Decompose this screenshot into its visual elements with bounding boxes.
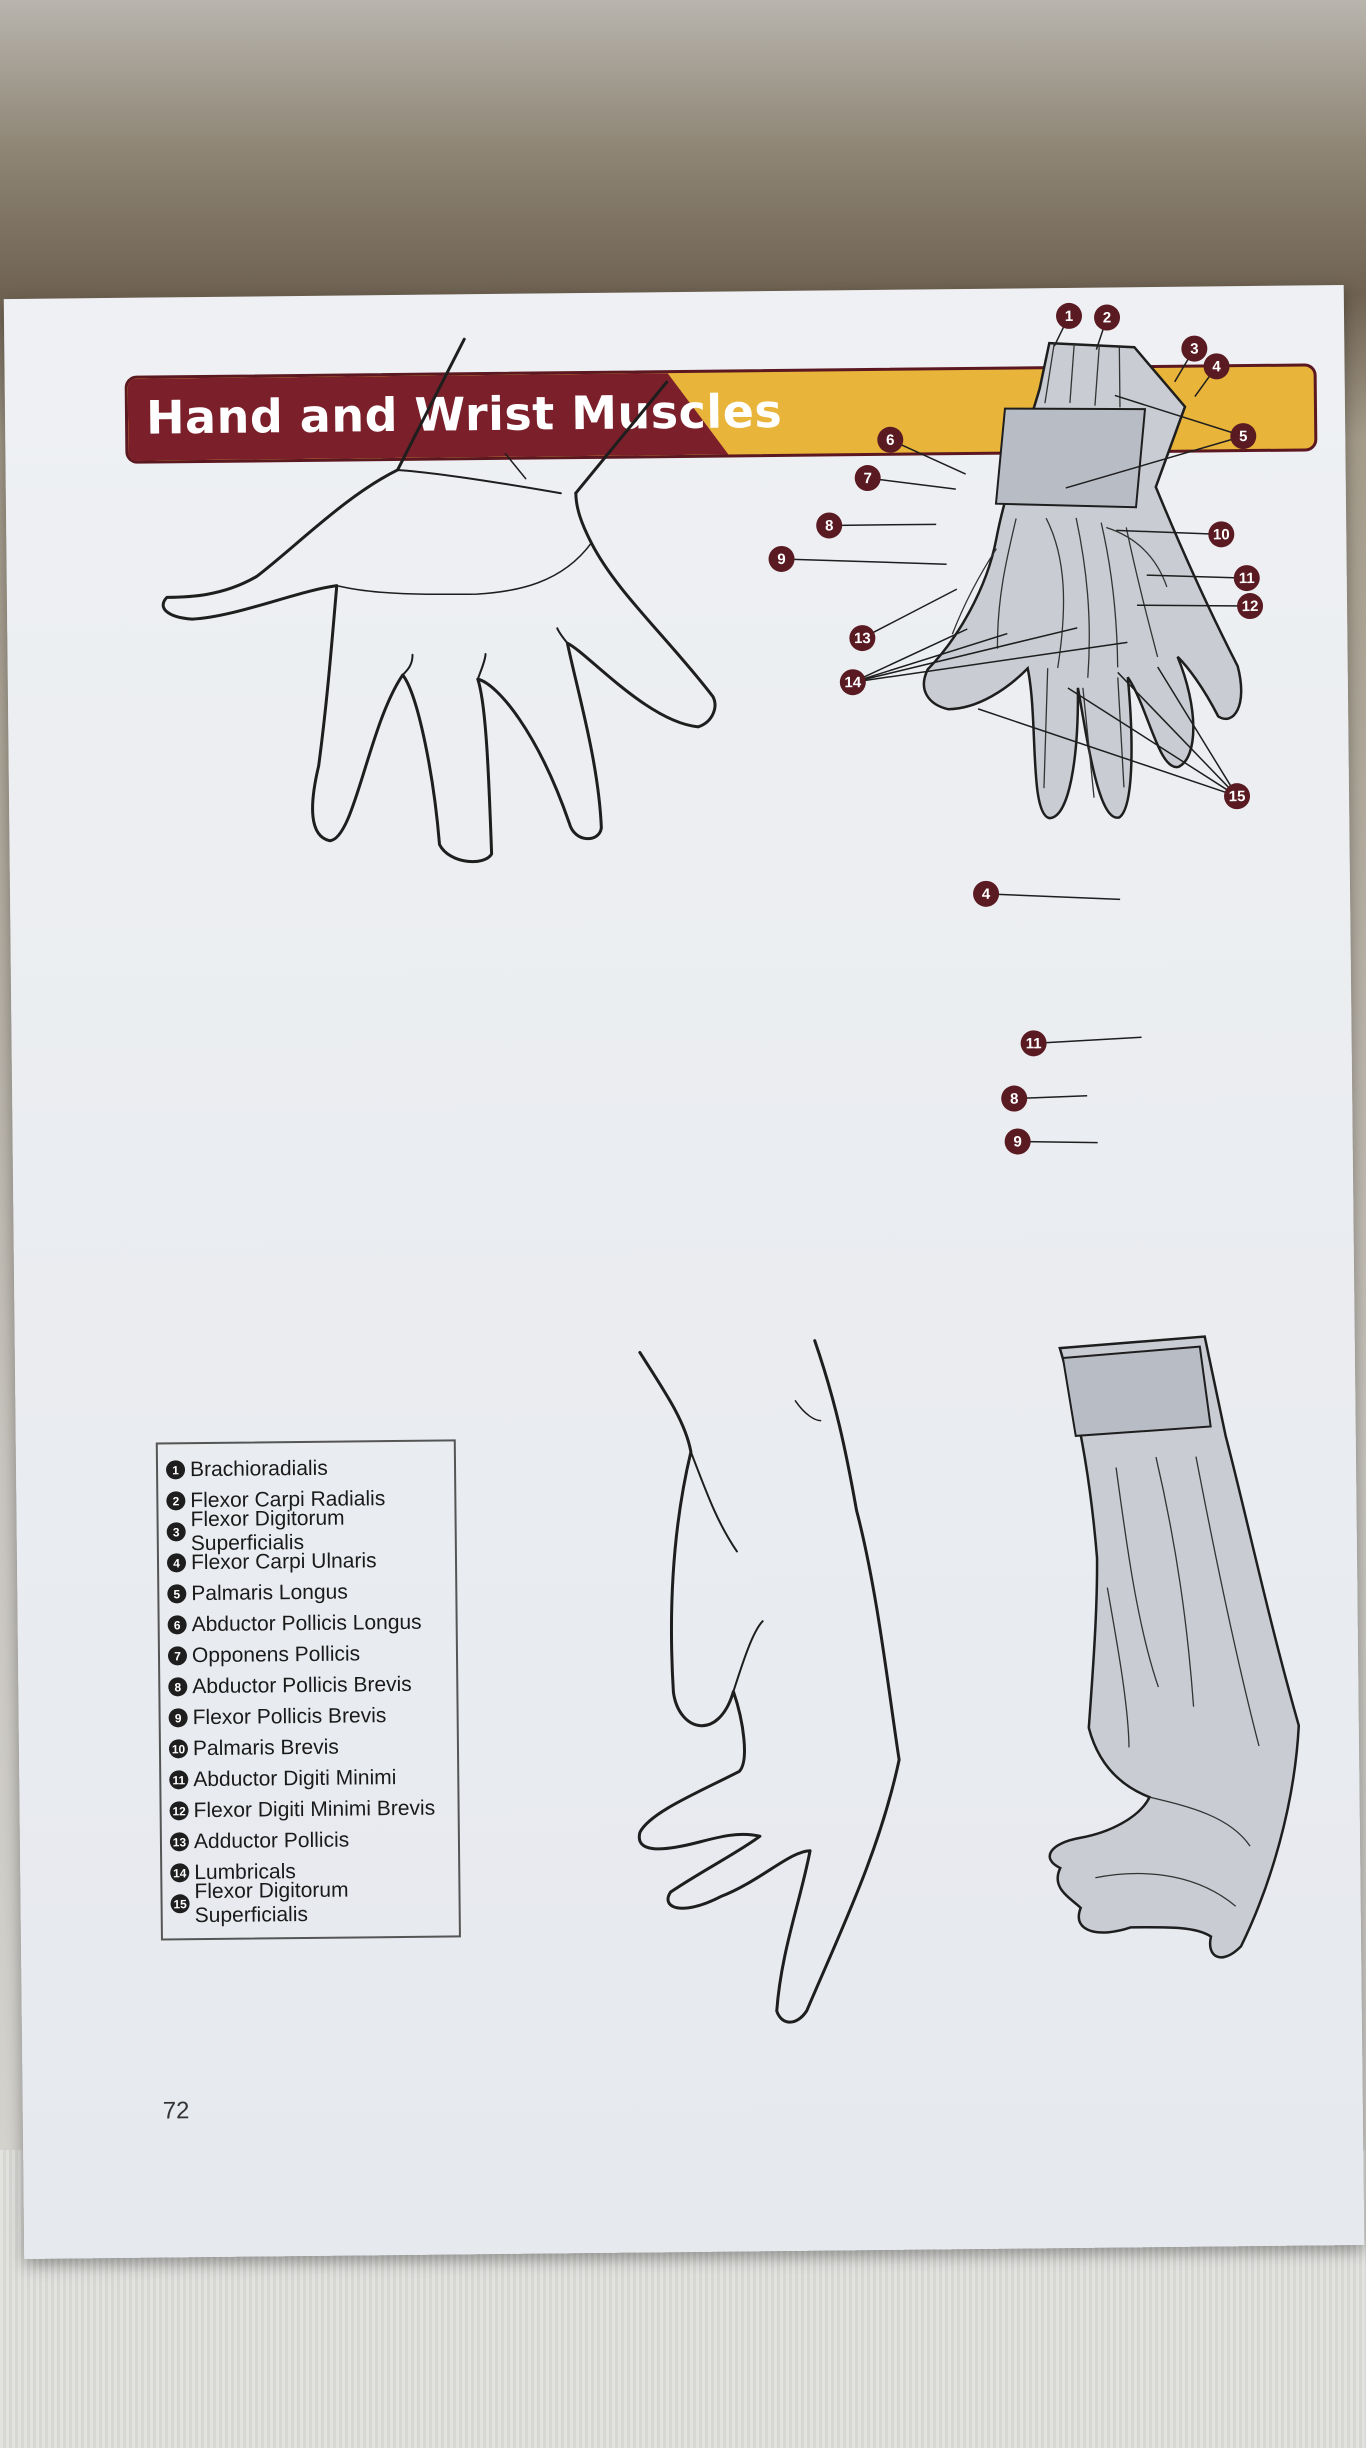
svg-text:13: 13 [854, 630, 871, 647]
svg-text:9: 9 [1013, 1133, 1022, 1150]
callout-8-side: 8 [1001, 1085, 1028, 1112]
legend-number-badge: 8 [168, 1677, 188, 1697]
legend-number-badge: 1 [165, 1460, 186, 1480]
svg-text:5: 5 [1239, 428, 1248, 445]
legend-number-badge: 6 [167, 1615, 187, 1635]
legend-number-badge: 7 [167, 1646, 188, 1666]
callout-4-side: 4 [973, 880, 1000, 907]
svg-text:11: 11 [1239, 570, 1255, 587]
svg-text:8: 8 [825, 517, 834, 534]
svg-text:11: 11 [1026, 1035, 1042, 1052]
callout-leader-lines [781, 315, 1251, 1144]
svg-text:10: 10 [1213, 526, 1230, 543]
legend-label: Palmaris Longus [191, 1580, 348, 1605]
callout-13: 13 [849, 625, 876, 652]
legend-number-badge: 5 [167, 1584, 187, 1604]
legend-number-badge: 3 [166, 1522, 186, 1542]
page-number: 72 [162, 2097, 190, 2125]
callout-1: 1 [1056, 302, 1083, 329]
wrist-bandage-shape [994, 407, 1147, 509]
legend-number-badge: 10 [168, 1739, 189, 1759]
side-muscle-diagram [1048, 1335, 1301, 1959]
svg-text:7: 7 [863, 470, 872, 487]
side-diagram-callouts: 4 11 8 9 [973, 880, 1047, 1155]
callout-15: 15 [1224, 783, 1251, 810]
callout-9-side: 9 [1004, 1128, 1031, 1155]
legend-label: Adductor Pollicis [193, 1828, 350, 1853]
svg-text:4: 4 [982, 886, 991, 903]
plain-hand-palm-drawing [161, 337, 717, 864]
callout-7: 7 [854, 465, 881, 492]
legend-label: Abductor Pollicis Brevis [192, 1672, 412, 1698]
legend-label: Flexor Carpi Ulnaris [190, 1548, 377, 1574]
legend-number-badge: 9 [168, 1708, 188, 1728]
svg-text:4: 4 [1212, 358, 1221, 375]
legend-number-badge: 14 [170, 1863, 190, 1883]
palm-muscle-silhouette [922, 341, 1243, 820]
side-muscle-silhouette [1048, 1335, 1301, 1959]
callout-5: 5 [1230, 423, 1257, 450]
legend-number-badge: 12 [169, 1801, 189, 1821]
legend-number-badge: 15 [170, 1894, 190, 1914]
callout-14: 14 [839, 669, 866, 696]
legend-number-badge: 11 [169, 1770, 189, 1790]
callout-3: 3 [1181, 335, 1208, 362]
callout-6: 6 [877, 426, 904, 453]
legend-label: Abductor Pollicis Longus [191, 1610, 422, 1636]
book-page: Hand and Wrist Muscles [3, 285, 1365, 2259]
svg-text:2: 2 [1103, 309, 1112, 326]
callout-11-side: 11 [1020, 1030, 1047, 1057]
svg-text:9: 9 [777, 551, 786, 568]
svg-text:14: 14 [844, 674, 862, 691]
legend-label: Flexor Digitorum Superficialis [190, 1506, 345, 1555]
callout-8: 8 [816, 512, 843, 539]
legend-label: Abductor Digiti Minimi [193, 1765, 397, 1791]
svg-text:3: 3 [1190, 341, 1199, 358]
palm-muscle-diagram [922, 341, 1243, 820]
legend-label: Flexor Digiti Minimi Brevis [193, 1796, 436, 1822]
legend-number-badge: 4 [166, 1553, 187, 1573]
legend-label: Flexor Digitorum Superficialis [194, 1878, 349, 1927]
anatomy-illustrations: 1 2 3 4 5 6 7 8 9 10 11 12 13 14 15 4 11… [161, 302, 1301, 2024]
svg-text:8: 8 [1010, 1090, 1019, 1107]
palm-diagram-callouts: 1 2 3 4 5 6 7 8 9 10 11 12 13 14 15 [768, 302, 1264, 810]
callout-11: 11 [1233, 565, 1260, 592]
svg-text:15: 15 [1229, 788, 1246, 805]
legend-label: Opponens Pollicis [191, 1641, 361, 1667]
callout-9: 9 [768, 545, 795, 572]
svg-text:1: 1 [1065, 308, 1074, 325]
wrist-bandage-shape-side [1061, 1345, 1212, 1437]
callout-4: 4 [1203, 353, 1230, 380]
legend-label: Flexor Pollicis Brevis [192, 1703, 387, 1729]
svg-text:12: 12 [1242, 598, 1259, 615]
legend-number-badge: 2 [166, 1491, 186, 1511]
callout-2: 2 [1094, 304, 1121, 331]
legend-label: Brachioradialis [189, 1456, 328, 1481]
legend-number-badge: 13 [169, 1832, 190, 1852]
legend-label: Palmaris Brevis [192, 1735, 339, 1760]
callout-10: 10 [1208, 521, 1235, 548]
svg-text:6: 6 [886, 432, 895, 449]
callout-12: 12 [1237, 593, 1264, 620]
curled-hand-drawing [637, 1339, 901, 2024]
